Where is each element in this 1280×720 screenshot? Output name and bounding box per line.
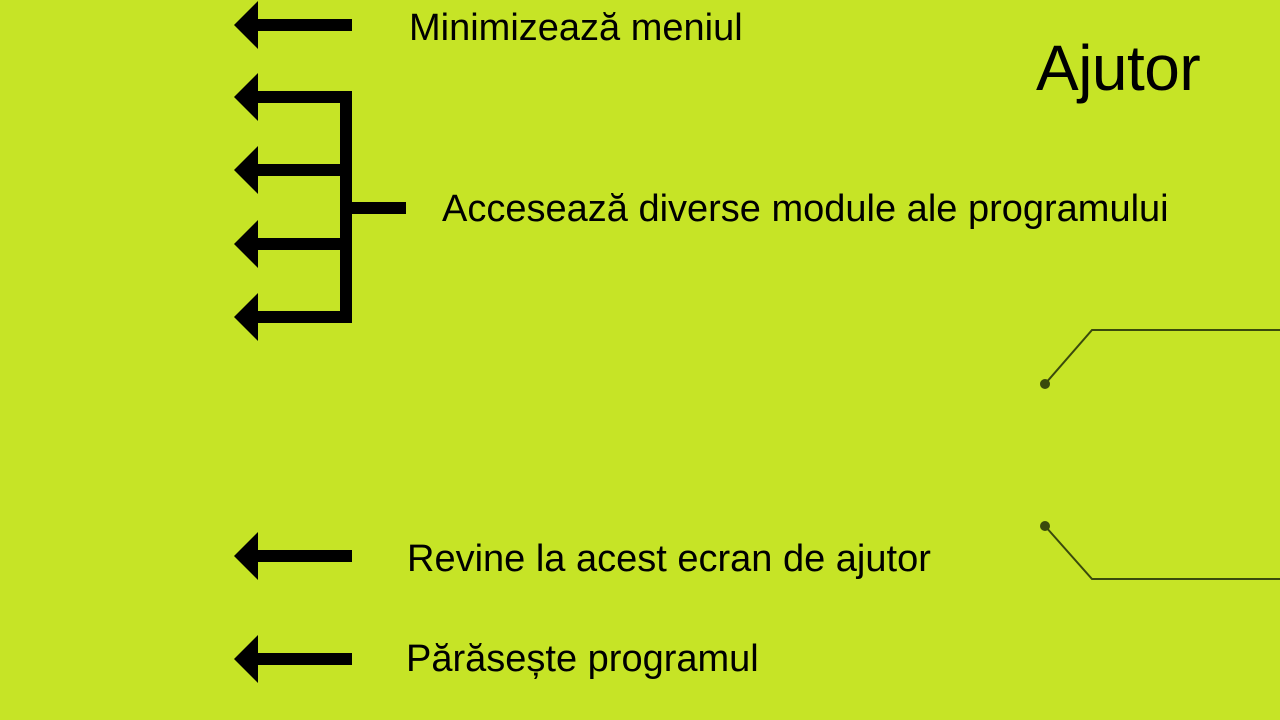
decor-dot [1040, 521, 1050, 531]
arrow-left-icon [234, 532, 352, 580]
return-help-description: Revine la acest ecran de ajutor [407, 538, 931, 580]
quit-program-description: Părăsește programul [406, 638, 759, 680]
decor-dot [1040, 379, 1050, 389]
arrow-left-icon [234, 1, 352, 49]
arrow-left-icon [234, 293, 352, 341]
decor-callout-bottom [1044, 525, 1280, 580]
decor-callout-top [1044, 329, 1280, 385]
arrow-left-icon [234, 220, 352, 268]
arrow-left-icon [234, 635, 352, 683]
minimize-menu-description: Minimizează meniul [409, 7, 743, 49]
page-title: Ajutor [1036, 32, 1201, 104]
arrow-left-icon [234, 73, 352, 121]
bracket-connector [340, 91, 406, 323]
arrow-left-icon [234, 146, 352, 194]
modules-description: Accesează diverse module ale programului [442, 188, 1169, 230]
